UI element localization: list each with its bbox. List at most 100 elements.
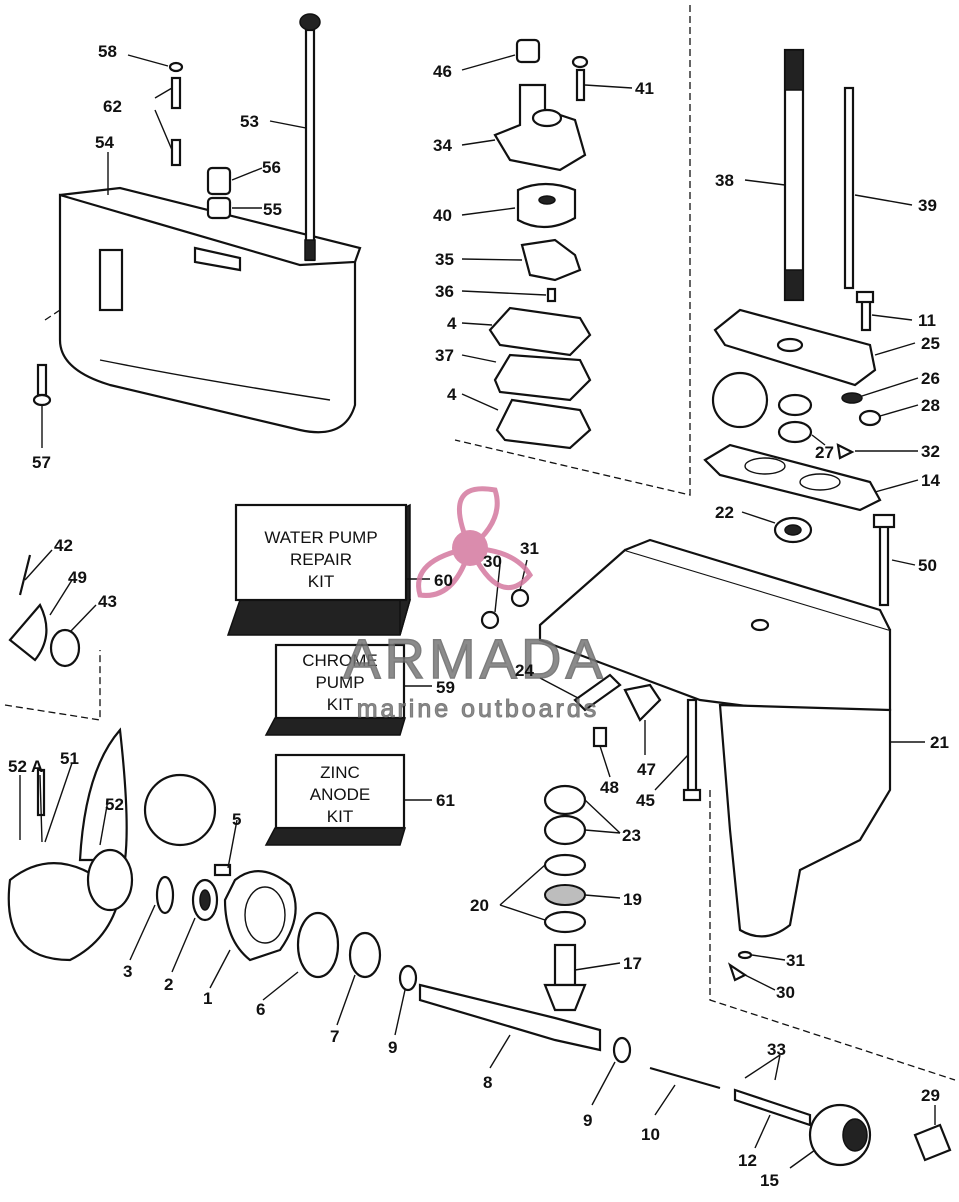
label-29: 29 [921, 1086, 940, 1105]
label-21: 21 [930, 733, 949, 752]
label-32: 32 [921, 442, 940, 461]
label-54: 54 [95, 133, 114, 152]
label-10: 10 [641, 1125, 660, 1144]
label-1: 1 [203, 989, 212, 1008]
kit-box-chrome-pump: CHROME PUMP KIT [264, 643, 407, 736]
kit-box-water-pump: WATER PUMP REPAIR KIT [226, 503, 411, 636]
impeller-plate-25 [713, 290, 877, 387]
label-40: 40 [433, 206, 452, 225]
label-36: 36 [435, 282, 454, 301]
label-55: 55 [263, 200, 282, 219]
bearings-23 [543, 784, 587, 846]
label-35: 35 [435, 250, 454, 269]
kit-zinc-line3: KIT [327, 807, 353, 826]
label-50: 50 [918, 556, 937, 575]
label-52: 52 [105, 795, 124, 814]
label-25: 25 [921, 334, 940, 353]
label-45: 45 [636, 791, 655, 810]
label-59: 59 [436, 678, 455, 697]
label-52a: 52 A [8, 757, 43, 776]
armada-watermark: ARMADA marine outboards [343, 486, 607, 724]
label-23: 23 [622, 826, 641, 845]
label-4-upper: 4 [447, 314, 457, 333]
label-51: 51 [60, 749, 79, 768]
label-34: 34 [433, 136, 452, 155]
label-38: 38 [715, 171, 734, 190]
watermark-brand: ARMADA [343, 627, 607, 690]
propeller-shaft [418, 983, 952, 1167]
label-57: 57 [32, 453, 51, 472]
kit-zinc-line1: ZINC [320, 763, 360, 782]
propeller [7, 727, 134, 962]
stud-53 [299, 13, 321, 262]
label-30-upper: 30 [483, 552, 502, 571]
label-30-lower: 30 [776, 983, 795, 1002]
label-19: 19 [623, 890, 642, 909]
label-31-upper: 31 [520, 539, 539, 558]
label-11: 11 [918, 311, 936, 330]
kit-water-pump-line1: WATER PUMP [264, 528, 377, 547]
front-lower-parts [143, 773, 418, 992]
label-46: 46 [433, 62, 452, 81]
label-20: 20 [470, 896, 489, 915]
kit-chrome-line3: KIT [327, 695, 353, 714]
screw-30-31 [480, 588, 753, 982]
label-58: 58 [98, 42, 117, 61]
watermark-tagline: marine outboards [357, 695, 600, 723]
label-62: 62 [103, 97, 122, 116]
label-33: 33 [767, 1040, 786, 1059]
label-6: 6 [256, 1000, 265, 1019]
gasket-14 [703, 443, 882, 512]
kit-water-pump-line3: KIT [308, 572, 334, 591]
label-9-upper: 9 [388, 1038, 397, 1057]
leader-lines [19, 54, 936, 1169]
kit-chrome-line2: PUMP [315, 673, 364, 692]
stud-50 [872, 513, 896, 607]
label-37: 37 [435, 346, 454, 365]
kit-water-pump-line2: REPAIR [290, 550, 352, 569]
water-pump-parts [488, 38, 592, 450]
grommet-56-55 [206, 166, 232, 220]
driveshaft [783, 48, 805, 302]
seal-27 [711, 371, 855, 460]
label-14: 14 [921, 471, 940, 490]
kit-zinc-line2: ANODE [310, 785, 370, 804]
bearing-22 [773, 516, 813, 544]
shift-rod [843, 86, 855, 290]
label-31-lower: 31 [786, 951, 805, 970]
pin-58-62 [168, 61, 184, 167]
label-43: 43 [98, 592, 117, 611]
label-15: 15 [760, 1171, 779, 1190]
seals-26-28 [841, 392, 882, 427]
label-26: 26 [921, 369, 940, 388]
label-24: 24 [515, 661, 534, 680]
label-56: 56 [262, 158, 281, 177]
screw-57 [32, 363, 52, 407]
label-2: 2 [164, 975, 173, 994]
label-3: 3 [123, 962, 132, 981]
pinion-17 [543, 943, 587, 1012]
label-47: 47 [637, 760, 656, 779]
label-12: 12 [738, 1151, 757, 1170]
label-39: 39 [918, 196, 937, 215]
label-49: 49 [68, 568, 87, 587]
label-22: 22 [715, 503, 734, 522]
kit-chrome-line1: CHROME [302, 651, 378, 670]
label-61: 61 [436, 791, 455, 810]
label-48: 48 [600, 778, 619, 797]
label-28: 28 [921, 396, 940, 415]
prop-nut-parts [8, 554, 81, 668]
exhaust-housing [58, 186, 362, 434]
label-7: 7 [330, 1027, 339, 1046]
label-60: 60 [434, 571, 453, 590]
label-5: 5 [232, 810, 241, 829]
label-41: 41 [635, 79, 654, 98]
label-8: 8 [483, 1073, 492, 1092]
stud-45 [682, 698, 702, 802]
pin-24-47-48 [573, 673, 662, 748]
label-9-lower: 9 [583, 1111, 592, 1130]
thrust-parts [543, 853, 587, 934]
label-4-lower: 4 [447, 385, 457, 404]
